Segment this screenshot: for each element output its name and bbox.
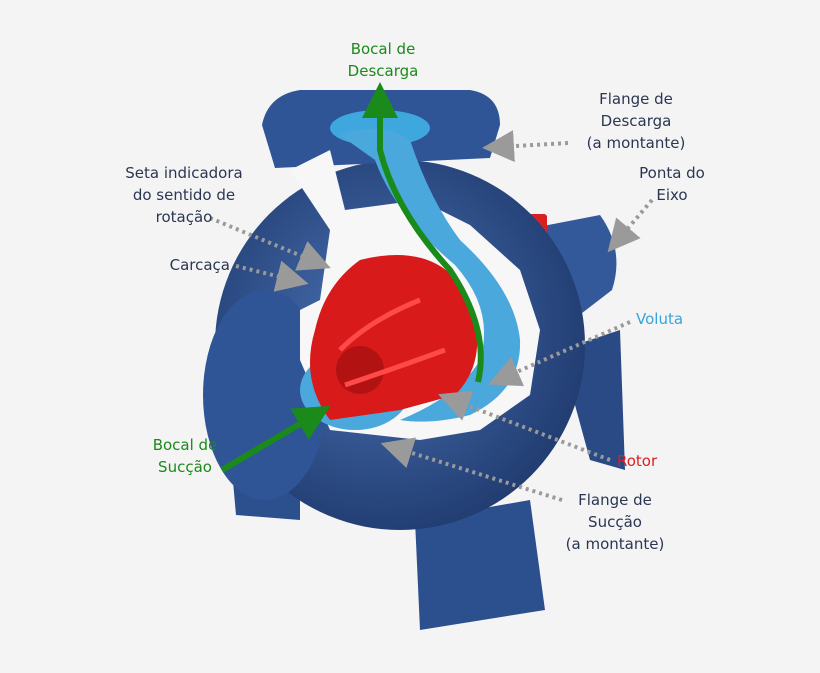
label-line: Seta indicadora — [125, 164, 243, 182]
label-line: (a montante) — [565, 535, 665, 553]
pointer-rotor — [438, 390, 611, 462]
label-line: Bocal de — [350, 40, 416, 58]
label-line: Flange de — [599, 90, 673, 108]
discharge-flow-arrow — [362, 82, 484, 383]
impeller-vane-1 — [338, 297, 421, 352]
label-line: Sucção — [158, 458, 212, 476]
label-line: Carcaça — [169, 256, 230, 274]
label-line: Descarga — [600, 112, 672, 130]
pointer-discharge-flange — [482, 130, 569, 163]
pointer-volute — [488, 320, 631, 387]
pointer-suction-flange — [380, 437, 563, 502]
label-line: do sentido de — [132, 186, 236, 204]
label-line: Bocal de — [152, 436, 218, 454]
label-suction-flange: Flange de Sucção (a montante) — [545, 489, 685, 555]
label-rotor: Rotor — [617, 450, 687, 472]
label-line: Sucção — [588, 513, 642, 531]
label-discharge-flange: Flange de Descarga (a montante) — [566, 88, 706, 154]
label-discharge-nozzle: Bocal de Descarga — [333, 38, 433, 82]
volute-channel — [340, 128, 521, 422]
pointer-rotation-arrow — [209, 216, 331, 271]
pointer-casing — [235, 260, 309, 292]
label-rotation-arrow: Seta indicadora do sentido de rotação — [108, 162, 260, 228]
suction-flow-arrow — [220, 405, 331, 473]
label-line: rotação — [155, 208, 213, 226]
label-shaft-end: Ponta do Eixo — [622, 162, 722, 206]
label-line: (a montante) — [586, 134, 686, 152]
support-foot — [415, 500, 545, 630]
suction-flange-body — [203, 290, 327, 500]
pointer-shaft-end — [607, 198, 654, 253]
label-line: Descarga — [347, 62, 419, 80]
impeller-vane-2 — [344, 347, 446, 388]
label-line: Voluta — [636, 310, 684, 328]
impeller-hub — [336, 346, 384, 394]
label-line: Rotor — [617, 452, 658, 470]
label-volute: Voluta — [636, 308, 706, 330]
label-line: Eixo — [656, 186, 688, 204]
label-casing: Carcaça — [140, 254, 230, 276]
label-line: Flange de — [578, 491, 652, 509]
label-suction-nozzle: Bocal de Sucção — [135, 434, 235, 478]
label-line: Ponta do — [639, 164, 705, 182]
